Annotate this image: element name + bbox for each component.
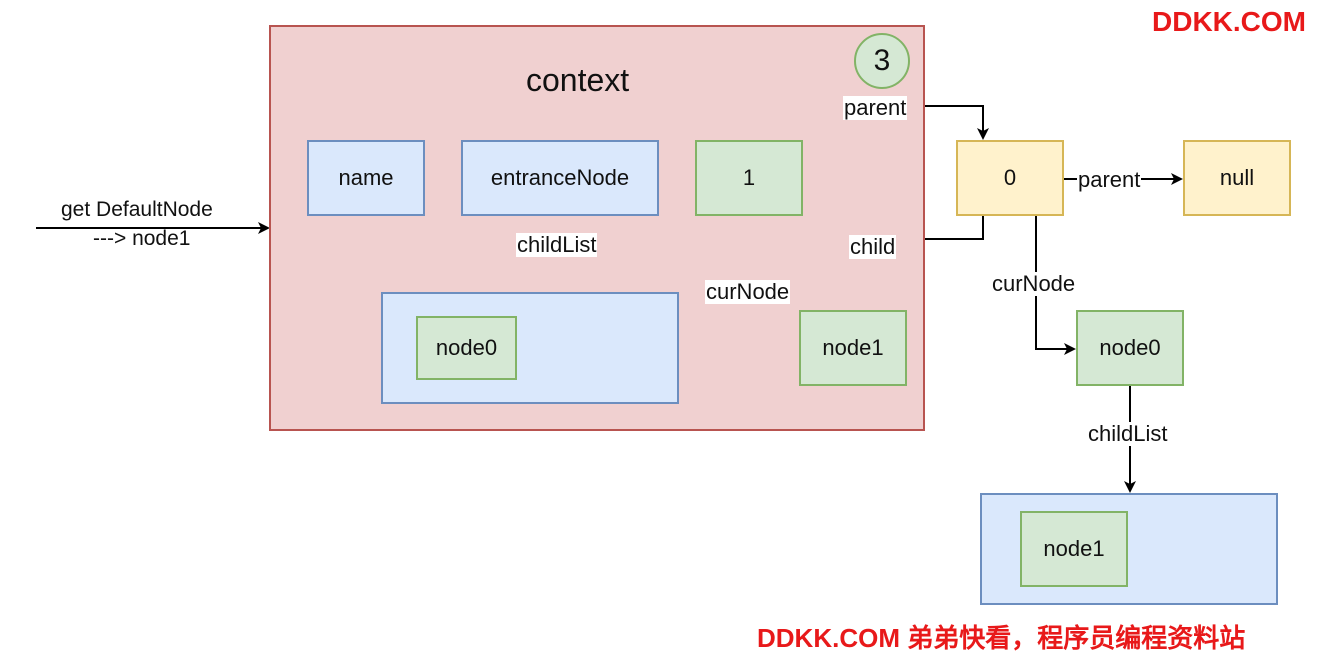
node-1: 1 (695, 140, 803, 216)
step-badge-number: 3 (873, 44, 891, 77)
null-node: null (1183, 140, 1291, 216)
child-list-item-node0: node0 (416, 316, 517, 380)
incoming-label-line2: ---> node1 (93, 227, 191, 250)
name-node-label: name (338, 165, 394, 190)
parent-label-a: parent (843, 95, 908, 120)
child-list-label-a: childList (516, 232, 598, 257)
child-label: child (849, 234, 897, 259)
cur-node-node0-label: node0 (1099, 335, 1161, 360)
watermark-top: DDKK.COM (1152, 6, 1306, 37)
node-0-label: 0 (1003, 165, 1017, 190)
entrance-node: entranceNode (461, 140, 659, 216)
cur-node-node1: node1 (799, 310, 907, 386)
edge-node0-curnode (1035, 216, 1076, 355)
child-list-label-b: childList (1087, 421, 1169, 446)
child-list-item-node0-label: node0 (435, 335, 498, 360)
incoming-label-line1: get DefaultNode (61, 198, 213, 221)
child-list-item-node1-label: node1 (1043, 536, 1105, 561)
node-1-label: 1 (742, 165, 756, 190)
child-list-item-node1: node1 (1020, 511, 1128, 587)
null-node-label: null (1219, 165, 1255, 190)
cur-node-node0: node0 (1076, 310, 1184, 386)
node-0: 0 (956, 140, 1064, 216)
step-badge: 3 (854, 33, 910, 89)
cur-node-label-a: curNode (705, 279, 791, 304)
watermark-bottom: DDKK.COM 弟弟快看，程序员编程资料站 (757, 623, 1246, 653)
context-title: context (526, 62, 630, 98)
cur-node-node1-label: node1 (822, 335, 884, 360)
parent-label-b: parent (1077, 167, 1142, 192)
cur-node-label-b: curNode (991, 271, 1077, 296)
name-node: name (307, 140, 425, 216)
entrance-node-label: entranceNode (490, 165, 630, 190)
